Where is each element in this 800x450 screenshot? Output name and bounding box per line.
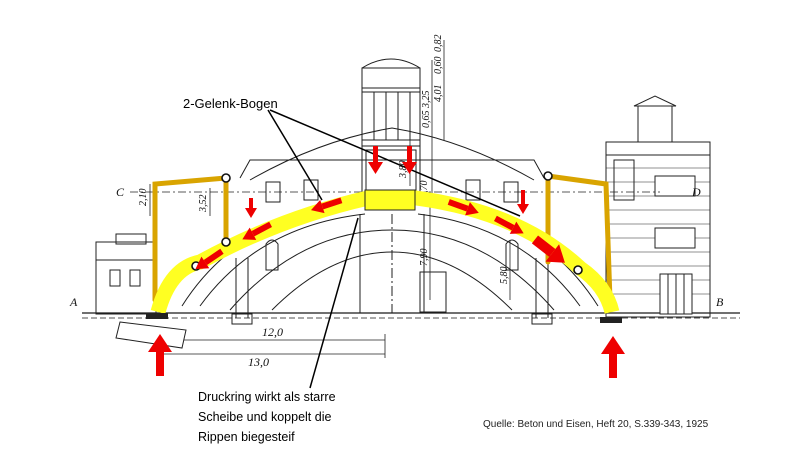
ring-caption-line: Druckring wirkt als starre <box>198 390 336 404</box>
frame-columns <box>152 173 613 303</box>
source-citation: Quelle: Beton und Eisen, Heft 20, S.339-… <box>483 419 709 430</box>
thrust-arrow-left <box>242 221 273 240</box>
section-mark-b: B <box>716 295 724 309</box>
dim-060: 0,60 <box>433 57 444 75</box>
ground-line <box>82 312 740 319</box>
dim-082: 0,82 <box>433 35 444 53</box>
load-arrow <box>517 190 529 214</box>
dimension-labels: 12,0 13,0 2,10 3,52 3,80 1,70 7,90 5,80 … <box>138 35 510 370</box>
compression-ring <box>364 189 416 211</box>
section-mark-a: A <box>69 295 78 309</box>
ring-caption: Druckring wirkt als starre Scheibe und k… <box>198 387 336 447</box>
arch-label: 2-Gelenk-Bogen <box>183 96 278 111</box>
supports <box>146 313 622 323</box>
tilted-footing <box>115 321 187 349</box>
dim-065: 0,65 <box>421 111 432 129</box>
ring-caption-line: Scheibe und koppelt die <box>198 410 332 424</box>
dim-210: 2,10 <box>138 189 149 207</box>
thrust-arrow-right <box>447 199 479 216</box>
section-mark-d: D <box>691 185 701 199</box>
dim-380: 3,80 <box>398 161 409 180</box>
thrust-arrow-left <box>310 197 343 214</box>
dim-span-outer: 13,0 <box>248 355 269 369</box>
ring-caption-line: Rippen biegesteif <box>198 430 295 444</box>
dim-352: 3,52 <box>198 195 209 214</box>
force-arrows <box>148 146 625 378</box>
dim-580: 5,80 <box>499 267 510 285</box>
dim-401: 4,01 <box>433 85 444 103</box>
dim-790: 7,90 <box>419 249 430 267</box>
thrust-arrow-right <box>531 235 565 263</box>
dim-170: 1,70 <box>419 181 430 199</box>
reaction-arrow-left <box>148 334 172 376</box>
leader-lines <box>267 109 521 389</box>
thrust-arrow-left <box>195 248 224 270</box>
right-tower <box>605 95 711 318</box>
left-annex <box>95 233 157 315</box>
thrust-arrow-right <box>493 215 524 234</box>
section-markers: C D A B <box>69 185 724 309</box>
hinge-pins <box>191 171 583 275</box>
section-mark-c: C <box>116 185 125 199</box>
load-arrow <box>368 146 383 174</box>
dim-325: 3,25 <box>421 91 432 110</box>
dome-structure <box>181 127 599 325</box>
load-arrow <box>402 146 417 174</box>
reaction-arrow-right <box>601 336 625 378</box>
dim-span-inner: 12,0 <box>262 325 283 339</box>
load-arrow <box>245 198 257 218</box>
lantern <box>361 58 421 195</box>
